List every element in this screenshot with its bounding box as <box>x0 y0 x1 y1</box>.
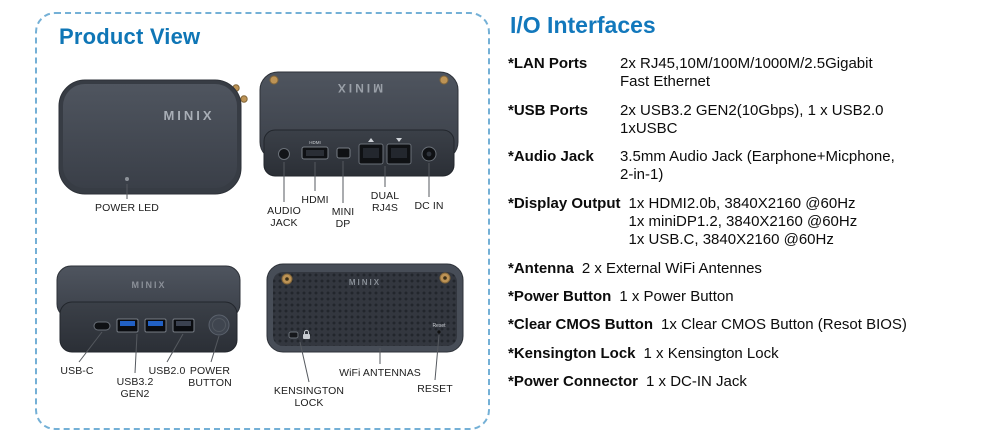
spec-value: 1 x Power Button <box>619 287 734 305</box>
spec-row-power-button: *Power Button 1 x Power Button <box>508 288 996 306</box>
spec-label: *USB Ports <box>508 101 589 119</box>
label-reset: RESET <box>417 383 453 395</box>
usb-a-tongue <box>148 321 163 326</box>
mini-dp-port-icon <box>336 147 351 159</box>
dc-in-pin <box>426 151 432 157</box>
lock-icon-body <box>303 334 310 339</box>
label-audio-jack: AUDIO JACK <box>267 205 301 230</box>
label-dual-rj45: DUAL RJ4S <box>370 190 400 215</box>
antenna-pin <box>443 276 447 280</box>
label-kensington-lock: KENSINGTON LOCK <box>273 385 345 410</box>
io-interfaces-title: I/O Interfaces <box>510 12 656 38</box>
spec-value: 1 x Kensington Lock <box>643 344 779 362</box>
spec-label: *Power Button <box>508 287 612 305</box>
antenna-connector-icon <box>439 75 449 85</box>
spec-value: 1x HDMI2.0b, 3840X2160 @60Hz 1x miniDP1.… <box>628 194 858 249</box>
label-wifi-antennas: WiFi ANTENNAS <box>339 367 421 379</box>
antenna-pin <box>285 277 289 281</box>
device-rear-view: MINIX HDMI <box>259 71 459 177</box>
minix-logo: MINIX <box>131 280 166 290</box>
hdmi-print: HDMI <box>309 140 321 145</box>
hdmi-port-inner <box>306 150 324 156</box>
spec-row-display-output: *Display Output 1x HDMI2.0b, 3840X2160 @… <box>508 195 996 250</box>
device-top-view: MINIX <box>58 79 248 195</box>
callout-lines <box>78 161 440 383</box>
minix-logo: MINIX <box>335 81 383 95</box>
rj45-port-inner <box>391 148 407 158</box>
spec-value: 2x RJ45,10M/100M/1000M/2.5Gigabit Fast E… <box>620 55 873 91</box>
spec-row-power-connector: *Power Connector 1 x DC-IN Jack <box>508 373 996 391</box>
spec-row-lan-ports: *LAN Ports 2x RJ45,10M/100M/1000M/2.5Gig… <box>508 55 996 92</box>
audio-jack-icon <box>278 148 290 160</box>
spec-label: *Power Connector <box>508 372 639 390</box>
spec-row-kensington-lock: *Kensington Lock 1 x Kensington Lock <box>508 345 996 363</box>
antenna-connector-icon <box>240 95 248 103</box>
label-power-led: POWER LED <box>95 202 159 214</box>
usb-a-tongue <box>176 321 191 326</box>
usb-a-tongue <box>120 321 135 326</box>
spec-value: 3.5mm Audio Jack (Earphone+Micphone, 2-i… <box>620 148 895 184</box>
product-view-title: Product View <box>59 24 201 49</box>
kensington-slot-icon <box>288 331 299 339</box>
spec-label: *Antenna <box>508 259 574 277</box>
arrow-up-icon <box>368 138 374 142</box>
device-vent-view: MINIX Reset <box>266 263 464 353</box>
spec-label: *Audio Jack <box>508 148 594 166</box>
power-led-icon <box>125 177 129 181</box>
product-view-panel: Product View MINIX MINIX <box>35 12 490 430</box>
spec-value: 1 x DC-IN Jack <box>646 372 747 390</box>
minix-logo: MINIX <box>163 108 214 123</box>
spec-row-antenna: *Antenna 2 x External WiFi Antennes <box>508 260 996 278</box>
rj45-port-inner <box>363 148 379 158</box>
usb-c-port-icon <box>93 321 111 331</box>
label-usb-c: USB-C <box>60 365 94 377</box>
power-button-ring <box>212 318 226 332</box>
spec-value: 2 x External WiFi Antennes <box>581 259 762 277</box>
reset-print: Reset <box>432 323 446 329</box>
label-usb32-gen2: USB3.2 GEN2 <box>116 376 154 401</box>
label-power-button: POWER BUTTON <box>188 365 232 390</box>
arrow-down-icon <box>396 138 402 142</box>
power-button-icon <box>208 314 230 336</box>
spec-label: *Display Output <box>508 194 621 212</box>
spec-row-audio-jack: *Audio Jack 3.5mm Audio Jack (Earphone+M… <box>508 148 996 185</box>
spec-label: *Clear CMOS Button <box>508 316 654 334</box>
antenna-connector-icon <box>269 75 279 85</box>
device-front-view: MINIX <box>56 265 241 353</box>
label-hdmi: HDMI <box>301 194 329 206</box>
io-interfaces-section: I/O Interfaces *LAN Ports 2x RJ45,10M/10… <box>508 12 996 401</box>
spec-label: *LAN Ports <box>508 55 588 72</box>
spec-row-clear-cmos: *Clear CMOS Button 1x Clear CMOS Button … <box>508 316 996 334</box>
label-mini-dp: MINI DP <box>331 206 355 231</box>
spec-label: *Kensington Lock <box>508 344 636 362</box>
product-views-graphic: MINIX MINIX HDMI <box>56 71 464 383</box>
lock-icon <box>304 329 309 334</box>
spec-row-usb-ports: *USB Ports 2x USB3.2 GEN2(10Gbps), 1 x U… <box>508 102 996 139</box>
label-dc-in: DC IN <box>414 200 444 212</box>
reset-pinhole-icon <box>437 330 441 334</box>
minix-logo: MINIX <box>349 278 381 287</box>
spec-value: 2x USB3.2 GEN2(10Gbps), 1 x USB2.0 1xUSB… <box>620 101 884 137</box>
label-usb20: USB2.0 <box>148 365 186 377</box>
spec-value: 1x Clear CMOS Button (Resot BIOS) <box>661 316 907 334</box>
